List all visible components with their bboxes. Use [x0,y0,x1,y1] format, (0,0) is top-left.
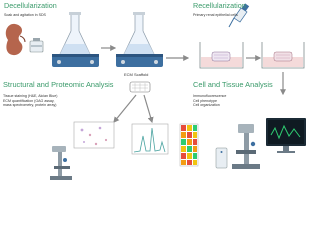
flask-on-stirrer-icon [52,12,99,67]
section-subtitle-decellularization: Soak and agitation in SDS [4,13,46,17]
pipette-icon [228,3,250,28]
cell-tissue-line-1: Immunofluorescence [193,94,227,98]
section-subtitle-recellularization: Primary renal epithelial cells [193,13,238,17]
section-title-structural: Structural and Proteomic Analysis [3,80,114,89]
workflow-diagram [5,3,306,180]
computer-tower-icon [215,147,228,169]
structural-line-3: mass spectrometry, protein array) [3,103,57,108]
histology-image-icon [73,121,115,149]
section-title-cell-tissue: Cell and Tissue Analysis [193,80,273,89]
microscope-icon [50,146,72,180]
process-arrow [113,94,137,123]
structural-line-1: Tissue staining (H&E, Alcian Blue) [3,94,58,98]
protein-array-icon [179,123,199,167]
ecm-scaffold-icon [129,81,151,93]
scaffold-label: ECM Scaffold [124,72,149,77]
section-title-decellularization: Decellularization [4,1,57,10]
microscope-icon [232,124,260,169]
culture-dish-icon [261,42,305,69]
cell-tissue-line-3: Cell organization [193,103,220,108]
sds-bottle-icon [29,38,44,53]
section-title-recellularization: Recellularization [193,1,246,10]
cell-tissue-line-2: Cell phenotype [193,98,217,103]
culture-dish-icon [199,42,244,69]
flask-on-stirrer-icon [116,12,163,67]
fluorescence-monitor-icon [266,118,306,153]
process-arrow [143,94,154,124]
mass-spectrum-icon [131,123,169,155]
structural-line-2: ECM quantification (GAG assay, [3,98,55,103]
kidney-icon [5,23,26,56]
